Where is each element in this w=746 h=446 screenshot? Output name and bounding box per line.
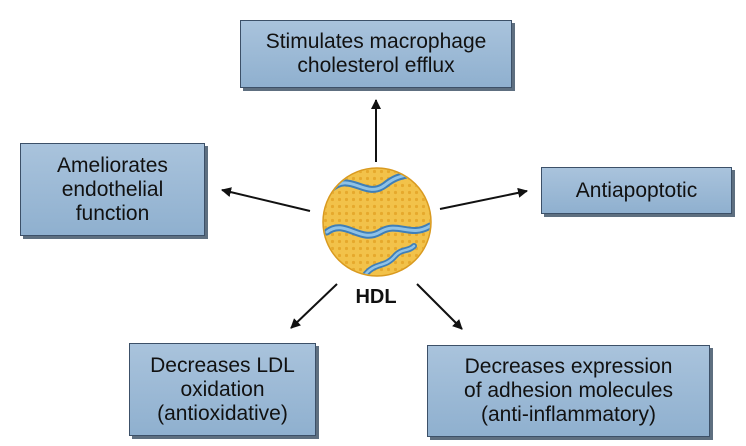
box-text-line: of adhesion molecules	[464, 379, 673, 402]
box-text-line: Decreases LDL	[150, 353, 295, 377]
box-text-line: Stimulates macrophage	[265, 30, 487, 53]
apolipoprotein-strand-icon	[324, 169, 430, 275]
box-text-line: Ameliorates	[57, 153, 168, 177]
effect-box-antiapoptotic: Antiapoptotic	[541, 167, 732, 214]
effect-box-adhesion-molecules: Decreases expression of adhesion molecul…	[427, 345, 710, 437]
effect-box-endothelial-function: Ameliorates endothelial function	[20, 143, 205, 236]
box-text-line: endothelial	[61, 177, 164, 201]
box-text-line: oxidation	[180, 377, 265, 401]
hdl-particle	[322, 167, 432, 277]
hdl-label: HDL	[355, 286, 397, 308]
effect-box-cholesterol-efflux: Stimulates macrophage cholesterol efflux	[240, 20, 512, 88]
box-text-line: (antioxidative)	[157, 401, 288, 425]
box-text-line: cholesterol efflux	[297, 54, 455, 77]
effect-box-ldl-oxidation: Decreases LDL oxidation (antioxidative)	[129, 343, 316, 436]
arrow-to-right	[439, 187, 528, 210]
box-text-line: Antiapoptotic	[575, 178, 698, 202]
box-text-line: (anti-inflammatory)	[480, 403, 657, 426]
box-text-line: function	[75, 201, 150, 225]
box-text-line: Decreases expression	[464, 355, 673, 378]
arrow-to-bottom-right	[416, 283, 463, 330]
arrow-to-bottom-left	[290, 283, 338, 329]
arrow-to-left	[221, 187, 311, 212]
